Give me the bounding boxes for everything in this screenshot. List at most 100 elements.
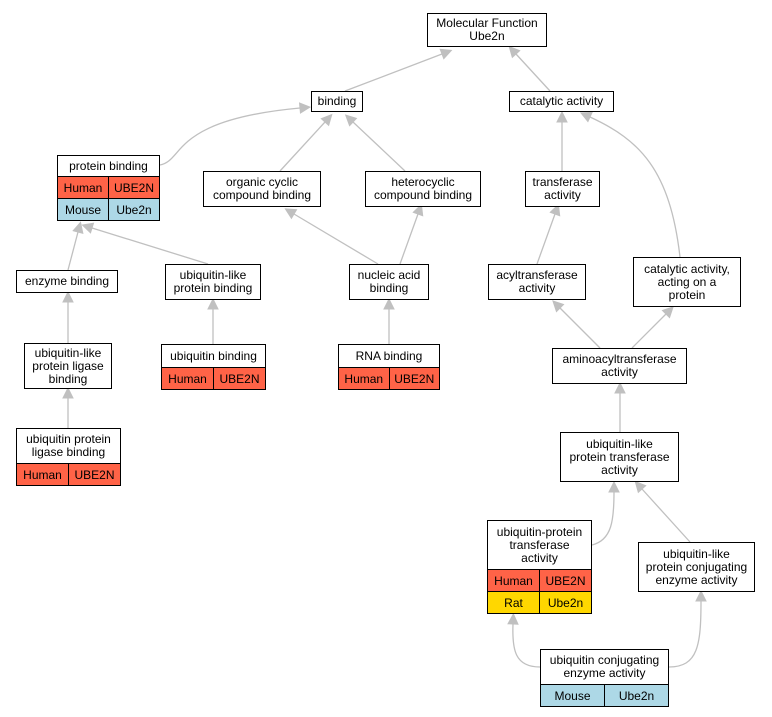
arrowhead-icon xyxy=(508,45,521,59)
edge-line xyxy=(67,231,79,271)
species-label: Mouse xyxy=(64,202,102,217)
arrowhead-icon xyxy=(81,222,95,234)
go-term-node-binding[interactable]: binding xyxy=(311,91,363,112)
edge-line xyxy=(641,488,691,543)
edge-catalytic-to-mf xyxy=(508,45,551,92)
edge-nucleic-acid-to-organic-cyclic xyxy=(284,208,379,265)
gene-label: UBE2N xyxy=(213,368,265,389)
annotation-row[interactable]: Human UBE2N xyxy=(339,367,439,389)
edge-line xyxy=(279,121,326,172)
edge-protein-binding-to-binding xyxy=(159,102,312,166)
edge-cat-on-protein-to-catalytic xyxy=(579,111,681,258)
edge-aminoacyl-to-acyltransferase xyxy=(552,300,601,349)
gene-label: Ube2n xyxy=(108,199,159,220)
species-label: Human xyxy=(23,467,62,482)
edge-ubl-ligase-binding-to-enzyme-binding xyxy=(62,290,74,343)
arrowhead-icon xyxy=(661,306,674,319)
edge-ub-protein-transferase-to-ubl-transferase xyxy=(591,480,620,546)
edge-enzyme-binding-to-protein-binding xyxy=(67,221,84,271)
edge-ub-conjugating-to-ub-protein-transferase xyxy=(507,612,541,668)
arrowhead-icon xyxy=(579,111,593,123)
go-term-node-catalytic[interactable]: catalytic activity xyxy=(509,91,614,112)
species-label: Rat xyxy=(504,595,523,610)
edge-heterocyclic-to-binding xyxy=(344,114,406,172)
species-label: Human xyxy=(168,371,207,386)
edge-aminoacyl-to-cat-on-protein xyxy=(631,306,674,349)
gene-label: Ube2n xyxy=(604,685,668,706)
edge-nucleic-acid-to-heterocyclic xyxy=(399,203,424,265)
gene-label: UBE2N xyxy=(539,570,591,591)
edge-line xyxy=(559,307,601,349)
edge-acyltransferase-to-transferase xyxy=(536,203,561,265)
arrowhead-icon xyxy=(556,110,568,123)
go-term-label: enzyme binding xyxy=(24,274,110,288)
arrowhead-icon xyxy=(552,300,565,313)
arrowhead-icon xyxy=(72,221,84,234)
species-label: Human xyxy=(344,371,384,386)
arrowhead-icon xyxy=(62,386,74,399)
arrowhead-icon xyxy=(634,480,647,494)
edge-rna-binding-to-nucleic-acid xyxy=(383,297,395,344)
edge-line xyxy=(512,623,541,668)
edge-line xyxy=(515,53,551,92)
arrowhead-icon xyxy=(344,114,358,127)
gene-label: UBE2N xyxy=(388,368,440,389)
annotation-row[interactable]: Human UBE2N xyxy=(162,367,265,389)
edge-line xyxy=(399,213,419,265)
annotation-row[interactable]: Mouse Ube2n xyxy=(58,198,159,220)
species-label: Human xyxy=(494,573,533,588)
edge-ub-ligase-binding-to-ubl-ligase-binding xyxy=(62,386,74,428)
arrowhead-icon xyxy=(320,113,333,127)
edge-line xyxy=(631,313,667,349)
arrowhead-icon xyxy=(439,48,453,60)
arrowhead-icon xyxy=(549,203,561,217)
arrowhead-icon xyxy=(383,297,395,310)
annotation-row[interactable]: Human UBE2N xyxy=(488,569,591,591)
arrowhead-icon xyxy=(284,208,298,220)
edge-line xyxy=(293,213,379,265)
arrowhead-icon xyxy=(695,589,707,602)
go-term-label: RNA binding xyxy=(355,348,423,363)
edge-line xyxy=(668,600,702,668)
go-term-label: protein binding xyxy=(69,158,148,173)
edge-binding-to-mf xyxy=(344,48,453,92)
edge-ubiquitin-binding-to-ubl-protein-binding xyxy=(207,297,219,344)
go-term-node-enzyme-binding[interactable]: enzyme binding xyxy=(16,270,118,293)
edge-line xyxy=(589,116,681,258)
arrowhead-icon xyxy=(62,290,74,303)
edge-line xyxy=(344,53,443,92)
edge-ub-conjugating-to-ubl-conjugating xyxy=(668,589,707,668)
edge-ubl-conjugating-to-ubl-transferase xyxy=(634,480,691,543)
